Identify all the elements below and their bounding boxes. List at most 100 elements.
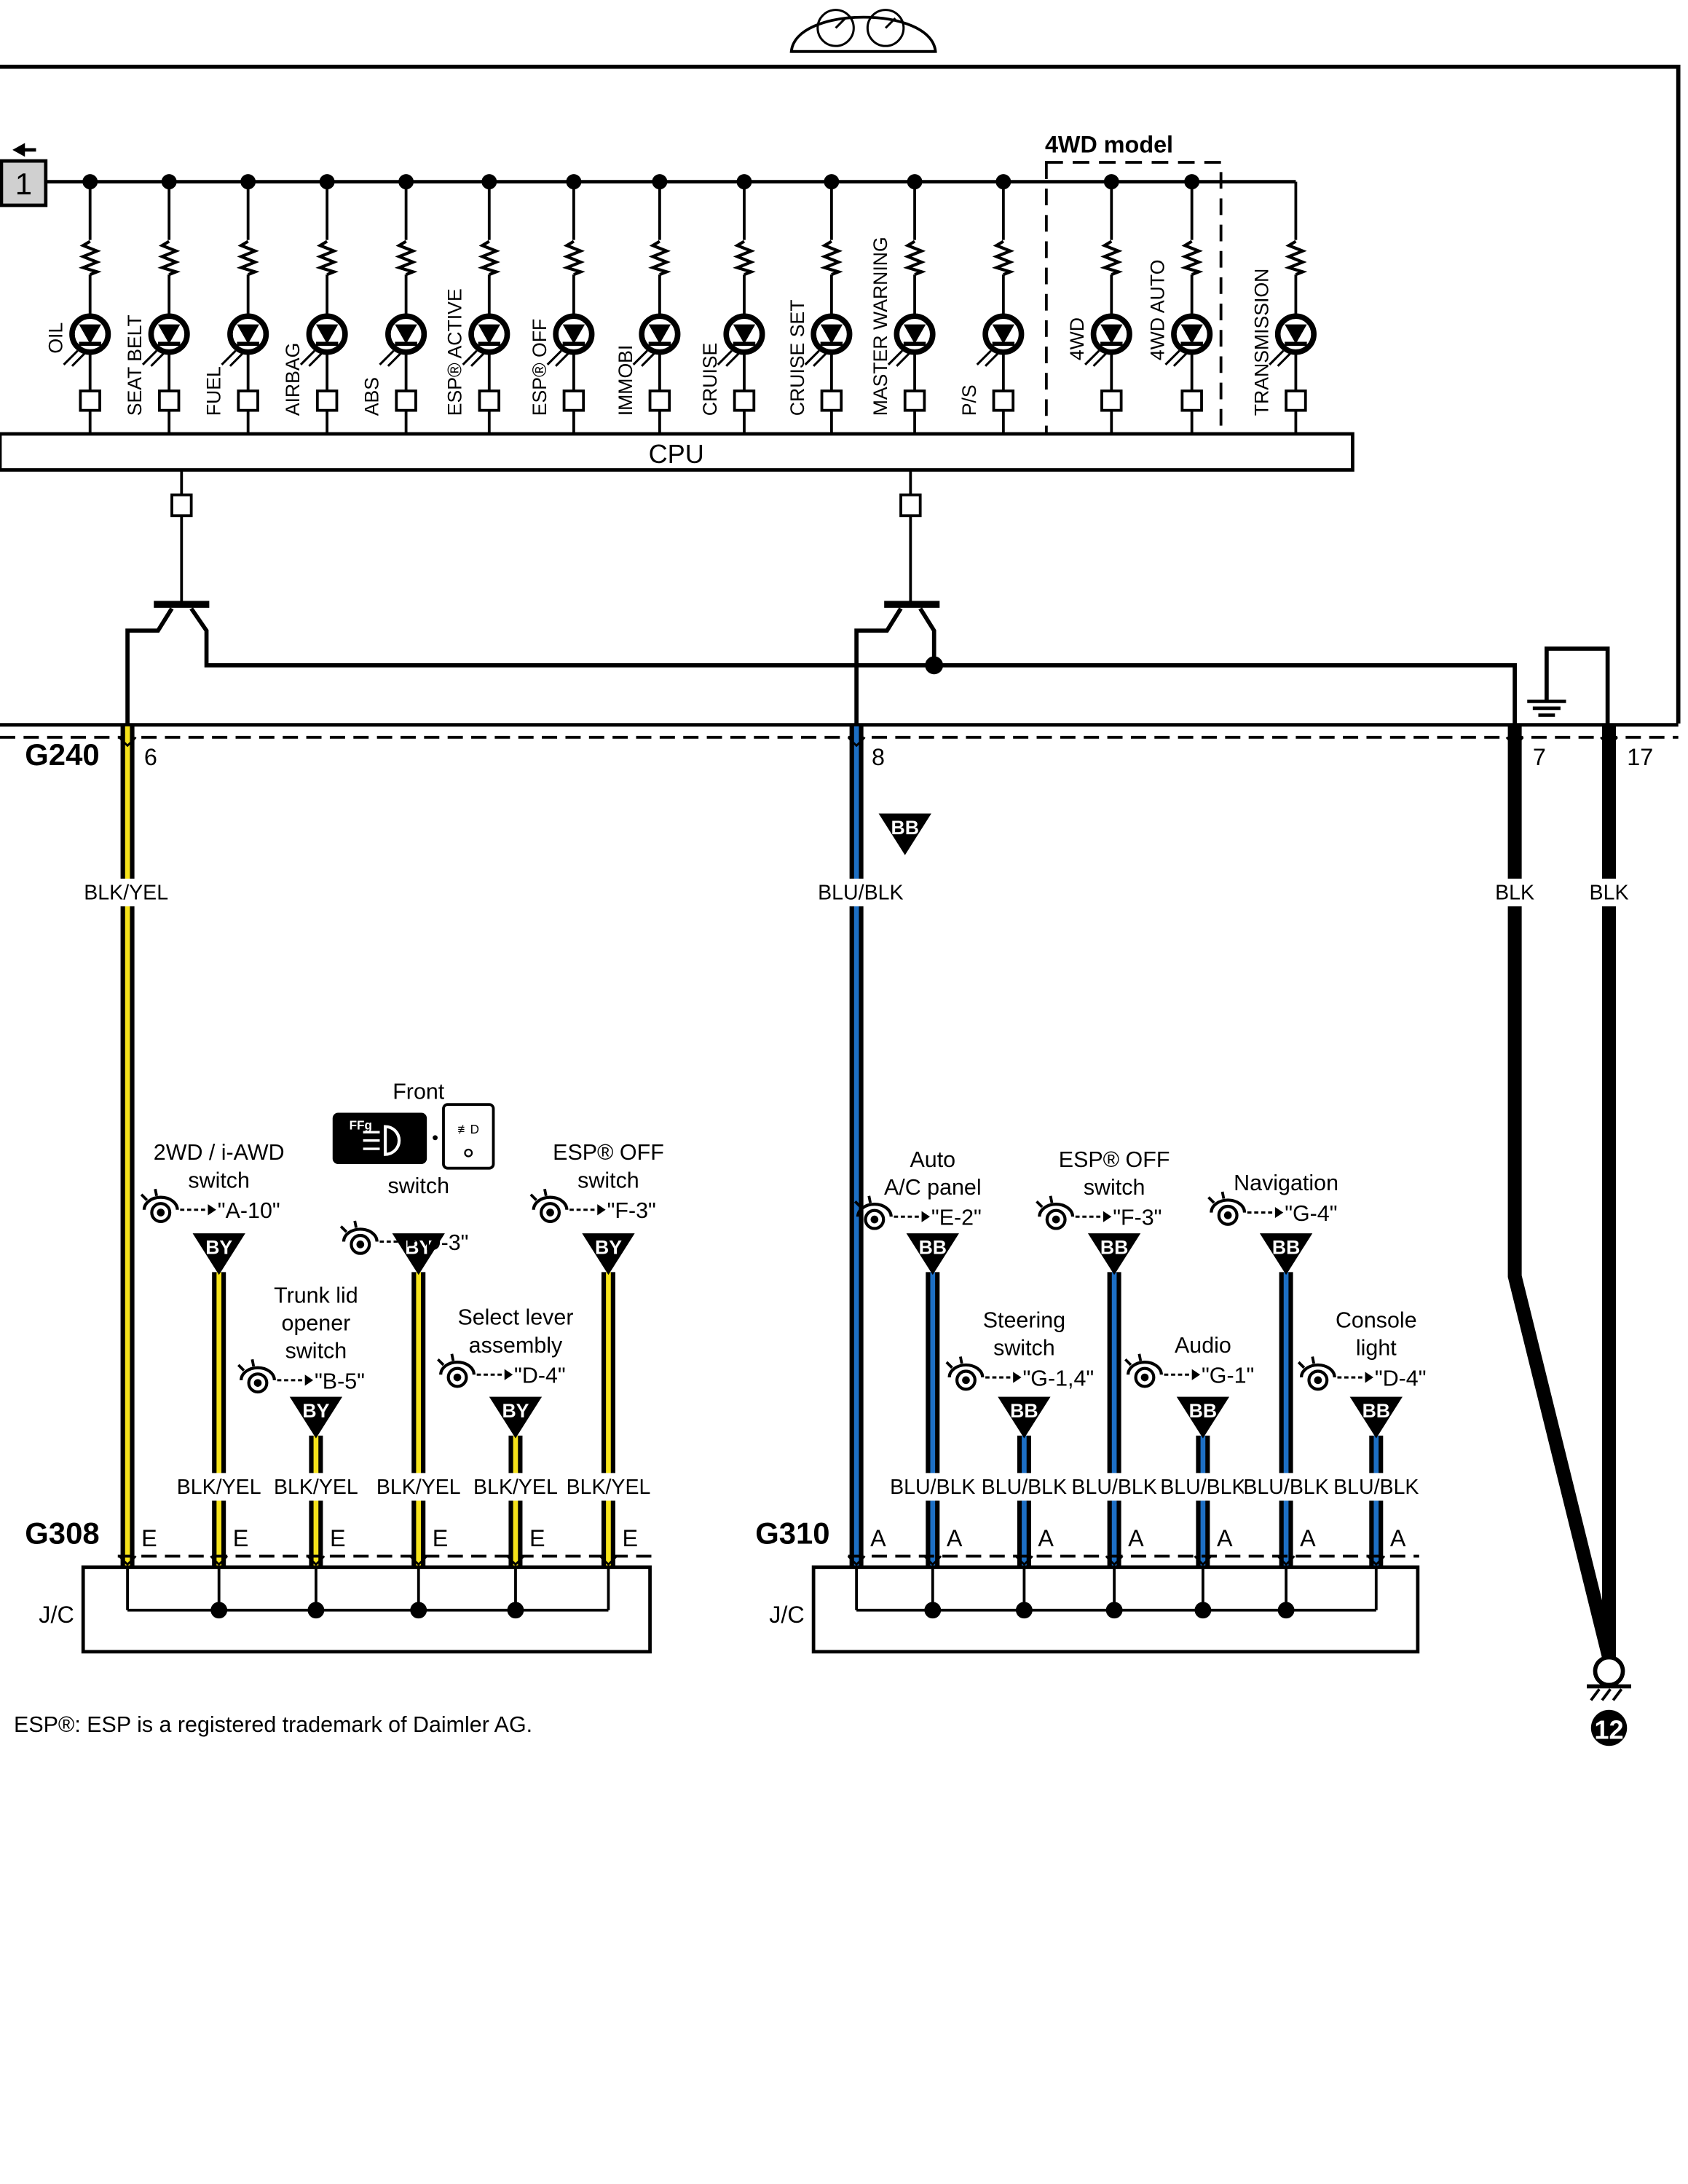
wire-color-label: BLK/YEL xyxy=(274,1476,358,1499)
reference-eye-icon xyxy=(1037,1196,1073,1229)
svg-text:BB: BB xyxy=(891,817,919,839)
lamp-8: IMMOBI xyxy=(615,174,678,435)
splice-bb-icon: BB xyxy=(906,1233,959,1275)
svg-text:BB: BB xyxy=(1100,1237,1128,1259)
lamp-1: OIL xyxy=(45,174,109,435)
lamp-9: CRUISE xyxy=(699,174,762,435)
wire-color-label: BLU/BLK xyxy=(890,1476,975,1499)
svg-text:BB: BB xyxy=(1189,1400,1217,1422)
wire-color-label: BLU/BLK xyxy=(1071,1476,1156,1499)
lamp-14: 4WD AUTO xyxy=(1147,174,1210,435)
svg-text:BY: BY xyxy=(205,1237,232,1259)
lamp-7: ESP® OFF xyxy=(529,174,592,435)
device-label: switch xyxy=(188,1168,250,1192)
connector-pin-label: E xyxy=(433,1525,449,1551)
wire-color-label: BLU/BLK xyxy=(1243,1476,1328,1499)
transistor-1 xyxy=(125,470,1517,727)
device-label: Select lever xyxy=(457,1305,573,1330)
lamp-label: MASTER WARNING xyxy=(869,237,891,416)
device-label: switch xyxy=(993,1336,1055,1361)
cpu-label: CPU xyxy=(649,439,704,469)
reference-eye-icon xyxy=(141,1189,177,1222)
lamp-5: ABS xyxy=(361,174,425,435)
device-label: ESP® OFF xyxy=(553,1140,664,1165)
device-label: opener xyxy=(282,1310,351,1335)
g240-label: G240 xyxy=(25,737,99,772)
svg-text:BY: BY xyxy=(502,1400,529,1422)
g308-main-pin: E xyxy=(141,1525,157,1551)
device-label: assembly xyxy=(469,1333,563,1358)
lamp-label: ABS xyxy=(361,377,383,416)
g240-pin-17: 17 xyxy=(1627,744,1653,770)
device-label: Front xyxy=(393,1080,445,1104)
wire-blk-7 xyxy=(1507,726,1616,1659)
device-ref: "D-4" xyxy=(514,1364,566,1388)
device-ref: "G-1,4" xyxy=(1023,1366,1095,1390)
reference-eye-icon xyxy=(531,1189,567,1222)
lamp-label: OIL xyxy=(45,323,67,354)
svg-text:BY: BY xyxy=(302,1400,329,1422)
g308-jc-label: J/C xyxy=(39,1602,74,1628)
lamp-label: ESP® OFF xyxy=(529,319,551,416)
lamp-label: 4WD xyxy=(1066,317,1088,360)
jc-bus xyxy=(855,1567,1378,1619)
connector-pin-label: E xyxy=(233,1525,249,1551)
wire-color-label: BLK/YEL xyxy=(84,881,168,904)
ground-icon xyxy=(1527,646,1610,727)
4wd-model-label: 4WD model xyxy=(1045,132,1173,158)
wire-color-label: BLK/YEL xyxy=(376,1476,461,1499)
splice-by-icon: BY xyxy=(582,1233,635,1275)
device-label: Console xyxy=(1336,1308,1417,1333)
reference-eye-icon xyxy=(438,1354,473,1387)
meter-outline xyxy=(0,64,1681,724)
jc-bus xyxy=(126,1567,610,1619)
wire-color-label: BLU/BLK xyxy=(1160,1476,1245,1499)
splice-by-icon: BY xyxy=(192,1233,245,1275)
wire-color-label: BLK/YEL xyxy=(567,1476,651,1499)
device-ref: "E-2" xyxy=(931,1206,982,1230)
lamp-label: FUEL xyxy=(203,366,225,416)
reference-eye-icon xyxy=(1298,1356,1334,1389)
device-label: switch xyxy=(285,1338,347,1363)
device-label: Auto xyxy=(910,1147,955,1172)
g310-label: G310 xyxy=(755,1516,829,1550)
wire-color-label: BLK/YEL xyxy=(473,1476,558,1499)
wire-color-label: BLU/BLK xyxy=(982,1476,1067,1499)
connector-pin-label: A xyxy=(1217,1525,1233,1551)
device-label: ESP® OFF xyxy=(1059,1147,1170,1172)
lamp-label: SEAT BELT xyxy=(124,314,146,416)
device-label: 2WD / i-AWD xyxy=(154,1140,285,1165)
meter-ref-box: 1 xyxy=(0,159,48,207)
splice-bb-icon: BB xyxy=(878,813,931,855)
trademark-footnote: ESP®: ESP is a registered trademark of D… xyxy=(14,1712,532,1737)
reference-eye-icon xyxy=(1209,1192,1245,1224)
svg-text:BY: BY xyxy=(595,1237,622,1259)
device-ref: "F-3" xyxy=(1113,1206,1162,1230)
combination-meter-icon xyxy=(789,9,937,53)
device-ref: "D-4" xyxy=(1375,1366,1427,1390)
device-label: Navigation xyxy=(1234,1171,1338,1195)
wire-color-label: BLK/YEL xyxy=(177,1476,261,1499)
wire-color-label: BLK xyxy=(1495,881,1534,904)
reference-eye-icon xyxy=(1125,1354,1161,1387)
connector-pin-label: E xyxy=(330,1525,346,1551)
device-ref: "D-3" xyxy=(417,1230,469,1255)
junction-connector-internal xyxy=(126,1567,1378,1619)
splice-bb-icon: BB xyxy=(1176,1396,1230,1439)
connector-pin-label: A xyxy=(1128,1525,1144,1551)
ground-point-12: 12 xyxy=(1587,1655,1631,1746)
g308-label: G308 xyxy=(25,1516,99,1550)
lamp-11: MASTER WARNING xyxy=(869,174,933,435)
g240-pin-8: 8 xyxy=(872,744,885,770)
connector-pin-label: A xyxy=(1390,1525,1406,1551)
splice-bb-icon: BB xyxy=(1087,1233,1141,1275)
connector-pin-label: A xyxy=(1300,1525,1316,1551)
